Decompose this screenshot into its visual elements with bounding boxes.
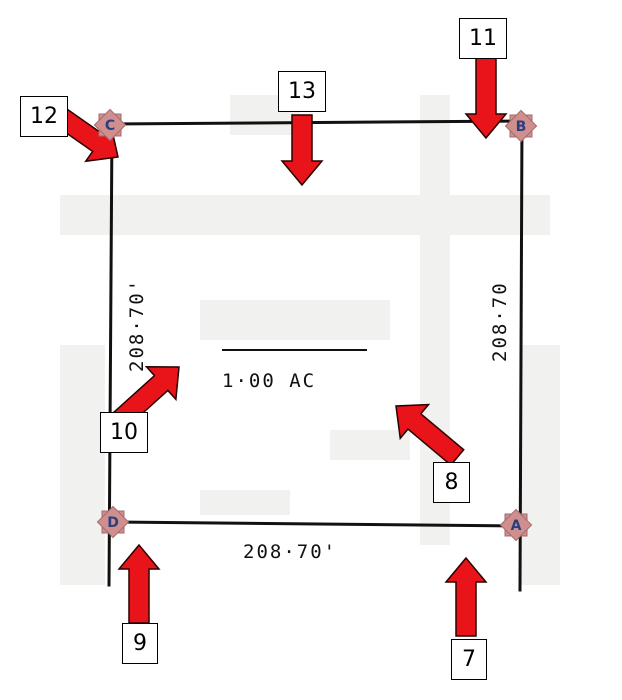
arrow-11 <box>464 57 508 140</box>
corner-markers: C B D A <box>93 108 538 542</box>
callout-8: 8 <box>433 462 470 503</box>
boundary-bottom <box>107 520 522 528</box>
callout-9: 9 <box>122 623 158 664</box>
callout-12: 12 <box>20 96 68 137</box>
corner-marker-d: D <box>96 505 130 539</box>
dimension-right: 208·70 <box>489 281 511 362</box>
dimension-bottom: 208·70' <box>243 541 337 563</box>
arrow-9 <box>117 543 161 624</box>
callout-7: 7 <box>451 639 487 680</box>
callout-10: 10 <box>100 412 148 453</box>
corner-marker-b: B <box>504 109 538 143</box>
dimension-left: 208·70' <box>126 278 148 372</box>
corner-marker-a: A <box>499 508 533 542</box>
corner-marker-c: C <box>93 108 127 142</box>
corner-label-c: C <box>105 118 115 134</box>
lot-boundary <box>107 119 524 592</box>
area-label: 1·00 AC <box>222 370 316 392</box>
boundary-top <box>110 119 524 126</box>
callout-13: 13 <box>278 71 326 112</box>
corner-label-a: A <box>511 518 522 534</box>
callout-11: 11 <box>459 18 507 59</box>
corner-label-b: B <box>516 119 527 135</box>
arrow-13 <box>280 114 324 187</box>
boundary-right <box>518 119 524 592</box>
corner-label-d: D <box>107 515 119 531</box>
arrow-8 <box>395 403 465 467</box>
paper-background <box>60 95 560 585</box>
arrows <box>49 57 508 637</box>
boundary-left <box>107 122 114 587</box>
arrow-7 <box>444 556 488 637</box>
